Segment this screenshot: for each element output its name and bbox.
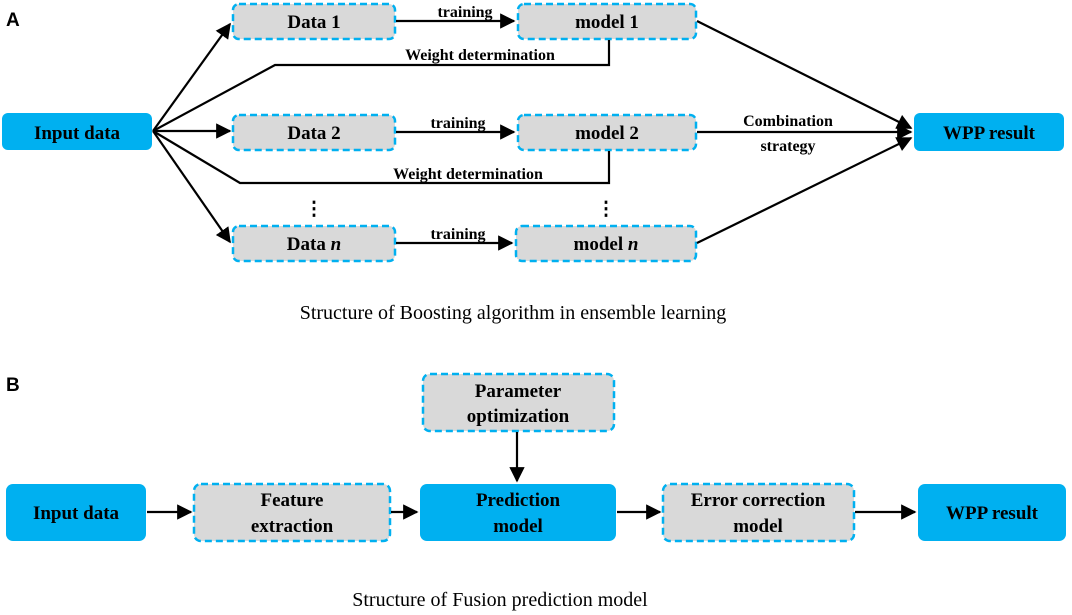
model-2-label: model 2 [575,123,639,144]
model-n-label: model n [574,234,639,255]
model-2-box [516,113,698,152]
weight-line-1 [152,40,611,132]
arrow-input-datan [152,130,231,244]
training-label-2: training [430,115,485,132]
input-data-box-a [2,113,152,150]
prediction-model-box [420,484,616,541]
wpp-result-box-b [918,484,1066,541]
wpp-result-label-b: WPP result [946,503,1039,524]
model-n-italic: n [628,234,639,255]
pred-label-2: model [493,516,543,537]
feature-extraction-box [192,482,392,543]
training-label-1: training [437,4,492,21]
arrow-input-data1 [152,22,231,132]
combination-label: Combination [743,113,833,130]
data-n-italic: n [331,234,342,255]
weight-label-2: Weight determination [393,166,543,183]
input-data-label-b: Input data [33,503,120,524]
data-2-label: Data 2 [287,123,340,144]
feature-label-1: Feature [261,490,324,511]
pred-label-1: Prediction [476,490,561,511]
error-correction-box [661,482,856,543]
weight-label-1: Weight determination [405,47,555,64]
input-data-box-b [6,484,146,541]
data-n-label: Data n [287,234,341,255]
caption-a: Structure of Boosting algorithm in ensem… [300,302,727,324]
feature-label-2: extraction [251,516,334,537]
data-n-box [231,224,397,263]
training-label-n: training [430,226,485,243]
err-label-1: Error correction [691,490,826,511]
model-n-text: model [574,234,628,255]
panel-b-letter: B [6,375,20,396]
data-n-text: Data [287,234,331,255]
caption-b: Structure of Fusion prediction model [352,589,648,611]
strategy-label: strategy [760,138,815,155]
model-1-box [516,2,698,41]
arrow-modeln-wpp [696,137,913,244]
arrow-model1-wpp [696,20,913,129]
wpp-result-label-a: WPP result [943,123,1036,144]
ellipsis-data: ⋮ [305,199,324,220]
param-label-1: Parameter [475,381,562,402]
model-1-label: model 1 [575,12,639,33]
data-1-label: Data 1 [287,12,340,33]
input-data-label-a: Input data [34,123,121,144]
weight-line-2 [152,130,611,185]
data-1-box [231,2,397,41]
param-label-2: optimization [467,406,570,427]
parameter-optimization-box [421,372,616,433]
panel-a-letter: A [6,10,20,31]
err-label-2: model [733,516,783,537]
wpp-result-box-a [914,113,1064,151]
ellipsis-model: ⋮ [597,199,616,220]
data-2-box [231,113,397,152]
model-n-box [514,224,698,263]
